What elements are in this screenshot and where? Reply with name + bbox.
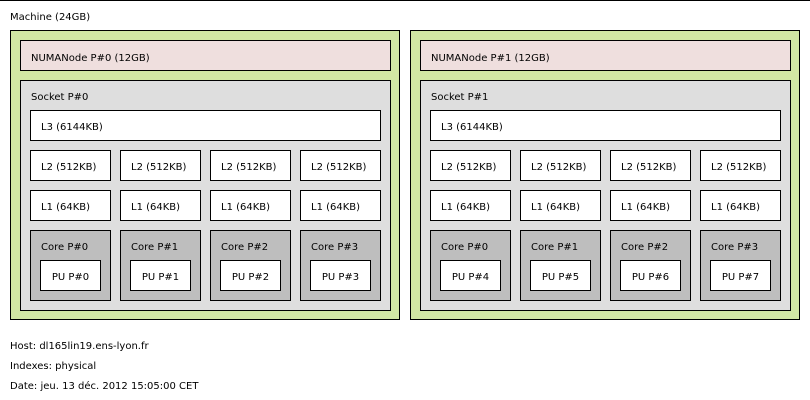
pu: PU P#0 [40, 260, 101, 291]
l1-cache: L1 (64KB) [700, 190, 781, 221]
l1-label: L1 (64KB) [311, 202, 361, 213]
machine-box: Machine (24GB) [0, 0, 810, 23]
l1-label: L1 (64KB) [621, 202, 671, 213]
l1-label: L1 (64KB) [221, 202, 271, 213]
l1-label: L1 (64KB) [711, 202, 761, 213]
date-text: Date: jeu. 13 déc. 2012 15:05:00 CET [10, 381, 199, 392]
l2-cache: L2 (512KB) [700, 150, 781, 181]
pu: PU P#2 [220, 260, 281, 291]
pu: PU P#7 [710, 260, 771, 291]
l1-cache: L1 (64KB) [120, 190, 201, 221]
core: Core P#0 PU P#0 [30, 230, 111, 301]
pu-label: PU P#3 [321, 272, 360, 283]
l2-label: L2 (512KB) [531, 162, 587, 173]
l3-label: L3 (6144KB) [41, 122, 103, 133]
host-text: Host: dl165lin19.ens-lyon.fr [10, 341, 149, 352]
numa-label: NUMANode P#1 (12GB) [431, 53, 550, 64]
l2-cache: L2 (512KB) [520, 150, 601, 181]
l1-cache: L1 (64KB) [520, 190, 601, 221]
numa-label: NUMANode P#0 (12GB) [31, 53, 150, 64]
core: Core P#2 PU P#6 [610, 230, 691, 301]
l1-cache: L1 (64KB) [610, 190, 691, 221]
numa-memory-1: NUMANode P#1 (12GB) [420, 40, 791, 71]
numa-node-1: NUMANode P#1 (12GB) Socket P#1 L3 (6144K… [410, 30, 800, 320]
socket-label: Socket P#0 [31, 92, 89, 103]
l2-label: L2 (512KB) [311, 162, 367, 173]
pu: PU P#3 [310, 260, 371, 291]
pu-label: PU P#6 [631, 272, 670, 283]
machine-label: Machine (24GB) [10, 12, 91, 23]
pu: PU P#6 [620, 260, 681, 291]
core: Core P#0 PU P#4 [430, 230, 511, 301]
socket-1: Socket P#1 L3 (6144KB) L2 (512KB) L2 (51… [420, 80, 791, 311]
l1-cache: L1 (64KB) [300, 190, 381, 221]
l1-label: L1 (64KB) [41, 202, 91, 213]
socket-label: Socket P#1 [431, 92, 489, 103]
core-label: Core P#0 [441, 242, 489, 253]
pu-label: PU P#2 [231, 272, 270, 283]
core: Core P#3 PU P#3 [300, 230, 381, 301]
core-label: Core P#2 [621, 242, 669, 253]
numa-memory-0: NUMANode P#0 (12GB) [20, 40, 391, 71]
l2-cache: L2 (512KB) [30, 150, 111, 181]
pu-label: PU P#1 [141, 272, 180, 283]
l2-cache: L2 (512KB) [210, 150, 291, 181]
pu-label: PU P#5 [541, 272, 580, 283]
l2-label: L2 (512KB) [41, 162, 97, 173]
l2-label: L2 (512KB) [131, 162, 187, 173]
l3-cache: L3 (6144KB) [430, 110, 781, 141]
l2-cache: L2 (512KB) [430, 150, 511, 181]
l2-cache: L2 (512KB) [120, 150, 201, 181]
l2-label: L2 (512KB) [711, 162, 767, 173]
l1-label: L1 (64KB) [131, 202, 181, 213]
indexes-text: Indexes: physical [10, 361, 97, 372]
pu-label: PU P#7 [721, 272, 760, 283]
pu-label: PU P#0 [51, 272, 90, 283]
pu: PU P#5 [530, 260, 591, 291]
l2-label: L2 (512KB) [441, 162, 497, 173]
l1-label: L1 (64KB) [531, 202, 581, 213]
l2-cache: L2 (512KB) [610, 150, 691, 181]
l1-cache: L1 (64KB) [30, 190, 111, 221]
core-label: Core P#1 [131, 242, 179, 253]
numa-node-0: NUMANode P#0 (12GB) Socket P#0 L3 (6144K… [10, 30, 400, 320]
core: Core P#3 PU P#7 [700, 230, 781, 301]
l3-label: L3 (6144KB) [441, 122, 503, 133]
socket-0: Socket P#0 L3 (6144KB) L2 (512KB) L2 (51… [20, 80, 391, 311]
l1-cache: L1 (64KB) [430, 190, 511, 221]
l1-label: L1 (64KB) [441, 202, 491, 213]
core-label: Core P#1 [531, 242, 579, 253]
pu: PU P#4 [440, 260, 501, 291]
l1-cache: L1 (64KB) [210, 190, 291, 221]
l2-label: L2 (512KB) [221, 162, 277, 173]
l2-label: L2 (512KB) [621, 162, 677, 173]
core-label: Core P#3 [711, 242, 759, 253]
pu: PU P#1 [130, 260, 191, 291]
pu-label: PU P#4 [451, 272, 490, 283]
l2-cache: L2 (512KB) [300, 150, 381, 181]
core: Core P#1 PU P#5 [520, 230, 601, 301]
core-label: Core P#2 [221, 242, 269, 253]
core: Core P#2 PU P#2 [210, 230, 291, 301]
l3-cache: L3 (6144KB) [30, 110, 381, 141]
core-label: Core P#0 [41, 242, 89, 253]
core: Core P#1 PU P#1 [120, 230, 201, 301]
core-label: Core P#3 [311, 242, 359, 253]
